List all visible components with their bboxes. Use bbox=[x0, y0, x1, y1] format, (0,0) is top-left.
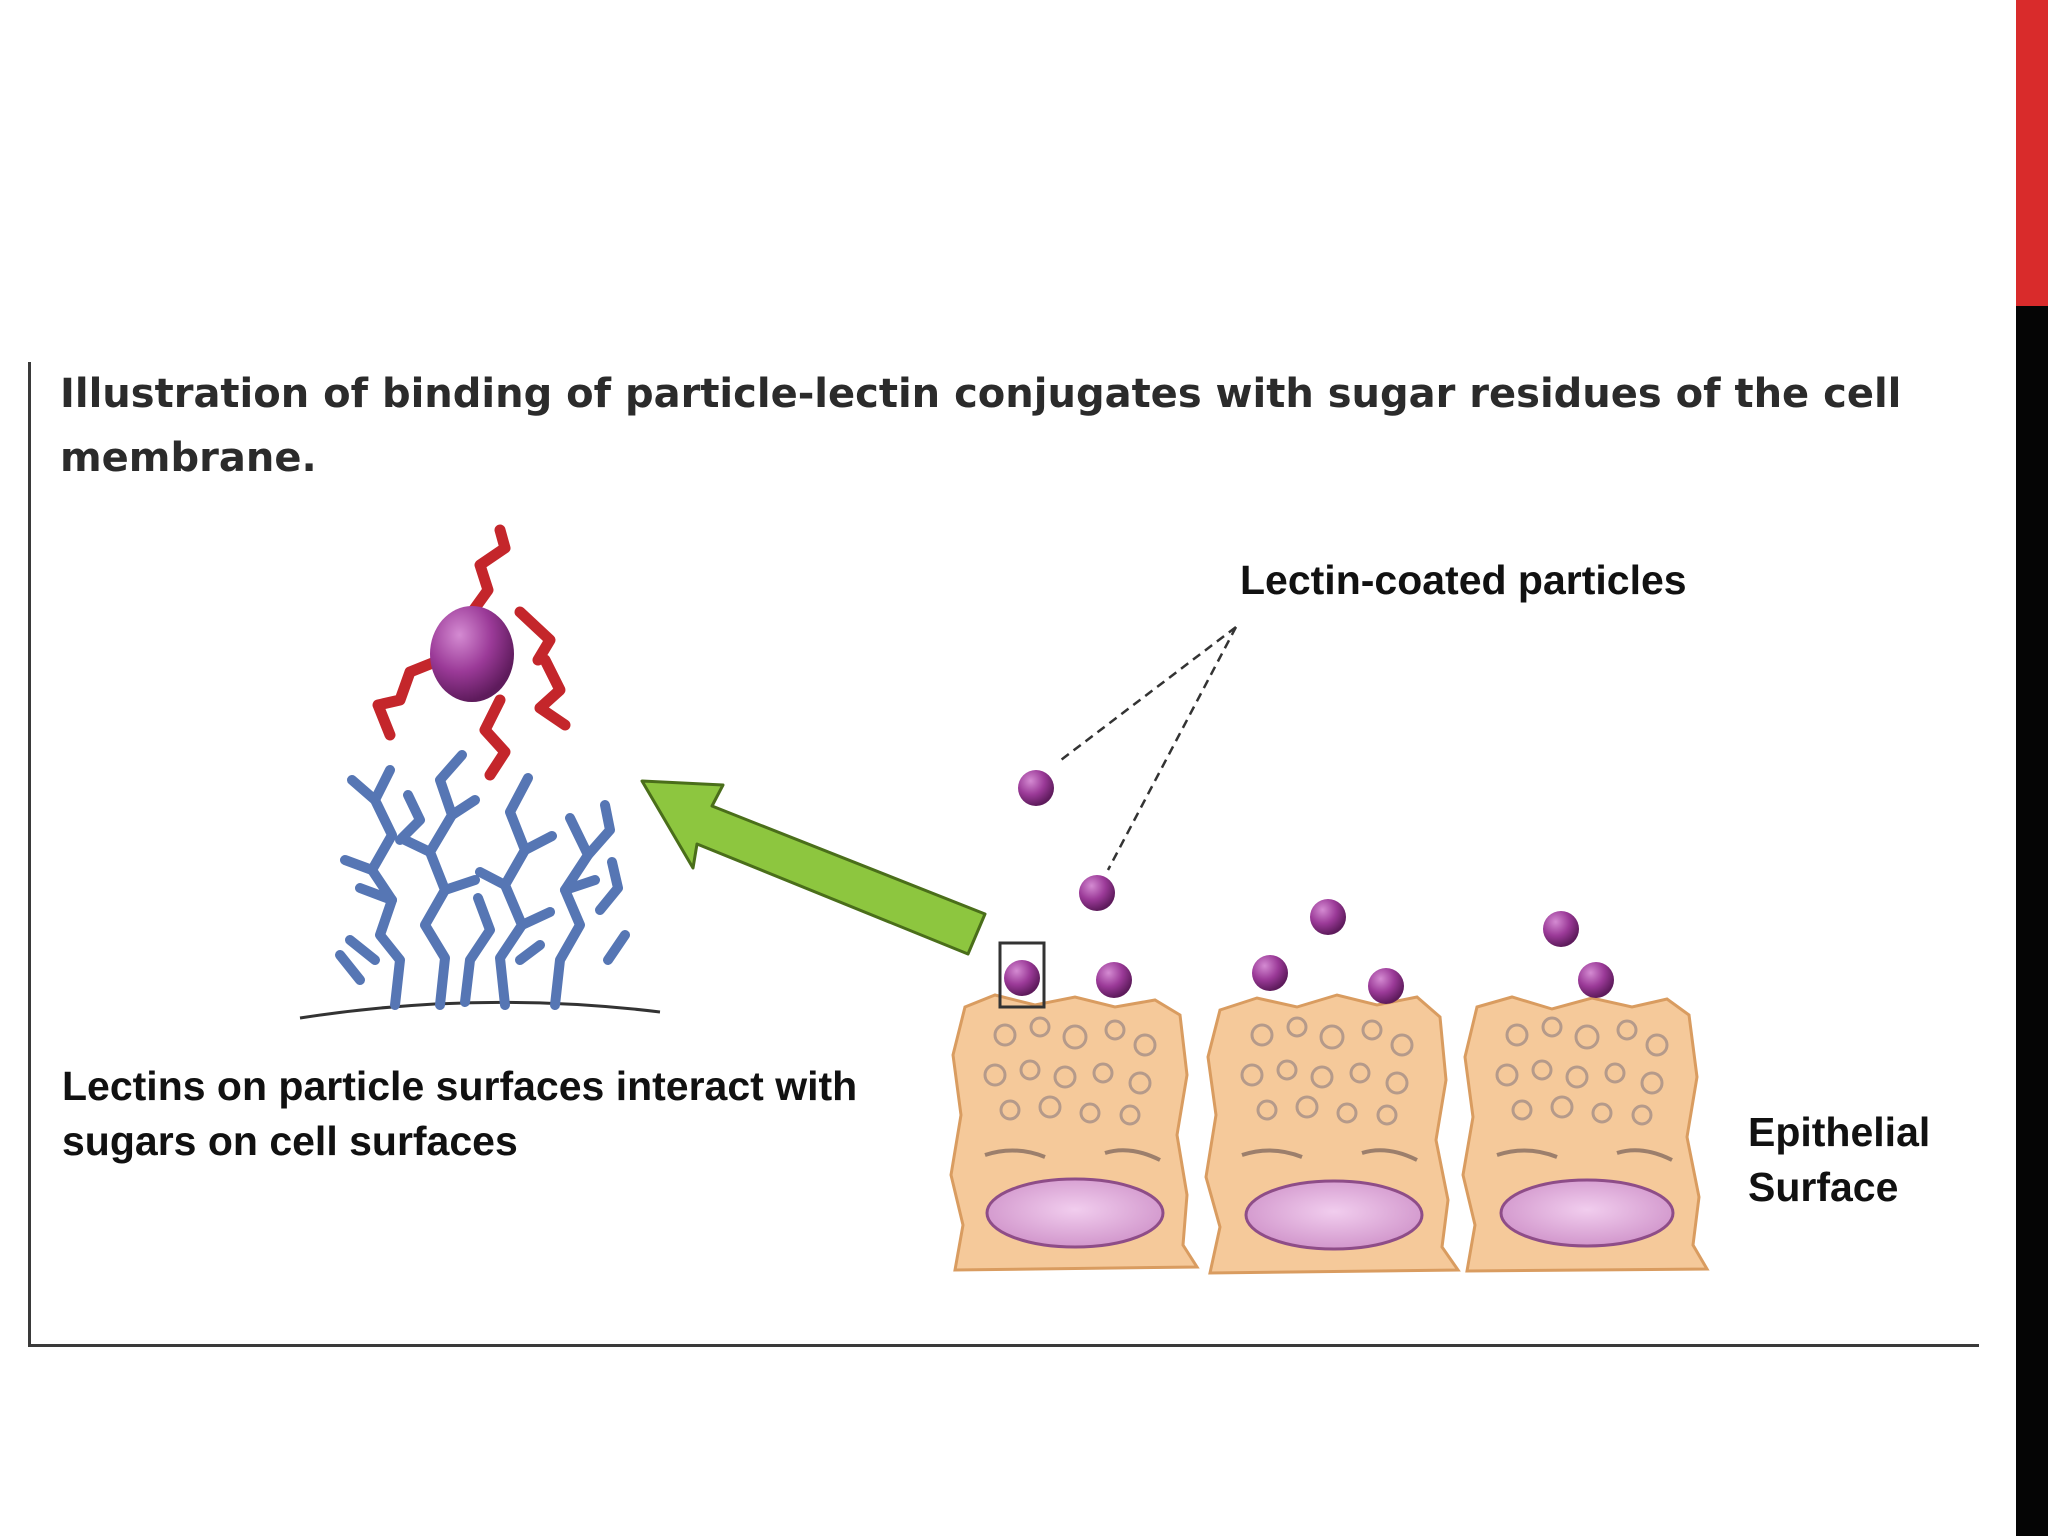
epithelial-cells bbox=[949, 993, 1710, 1275]
epithelial-cell bbox=[1204, 993, 1461, 1275]
accent-bar-red bbox=[2016, 0, 2048, 306]
magnify-arrow bbox=[640, 779, 987, 956]
particle bbox=[1368, 968, 1404, 1004]
lectin-coated-particles-label: Lectin-coated particles bbox=[1240, 557, 1687, 603]
figure-frame bbox=[28, 362, 1979, 1347]
particle bbox=[1079, 875, 1115, 911]
sugar-chains bbox=[335, 750, 630, 1010]
particle bbox=[1018, 770, 1054, 806]
particle bbox=[1310, 899, 1346, 935]
highlight-box bbox=[998, 941, 1046, 1009]
particle bbox=[1096, 962, 1132, 998]
interaction-label: Lectins on particle surfaces interact wi… bbox=[62, 1063, 858, 1164]
epithelial-surface-label: Epithelial Surface bbox=[1748, 1109, 1931, 1210]
epithelial-cell bbox=[1461, 995, 1710, 1273]
accent-bar-black bbox=[2016, 306, 2048, 1536]
lectin-coated-particles bbox=[998, 770, 1614, 1009]
lectin-molecules bbox=[372, 524, 571, 781]
particle-large bbox=[430, 606, 514, 702]
epithelial-cell bbox=[949, 993, 1200, 1272]
magnified-binding-view bbox=[299, 524, 661, 1020]
particle bbox=[1543, 911, 1579, 947]
figure-caption: Illustration of binding of particle-lect… bbox=[60, 371, 1902, 481]
particle bbox=[1004, 960, 1040, 996]
particle bbox=[1578, 962, 1614, 998]
particle-pointer-lines bbox=[1056, 626, 1238, 871]
cell-membrane-line bbox=[299, 1000, 661, 1020]
particle bbox=[1252, 955, 1288, 991]
